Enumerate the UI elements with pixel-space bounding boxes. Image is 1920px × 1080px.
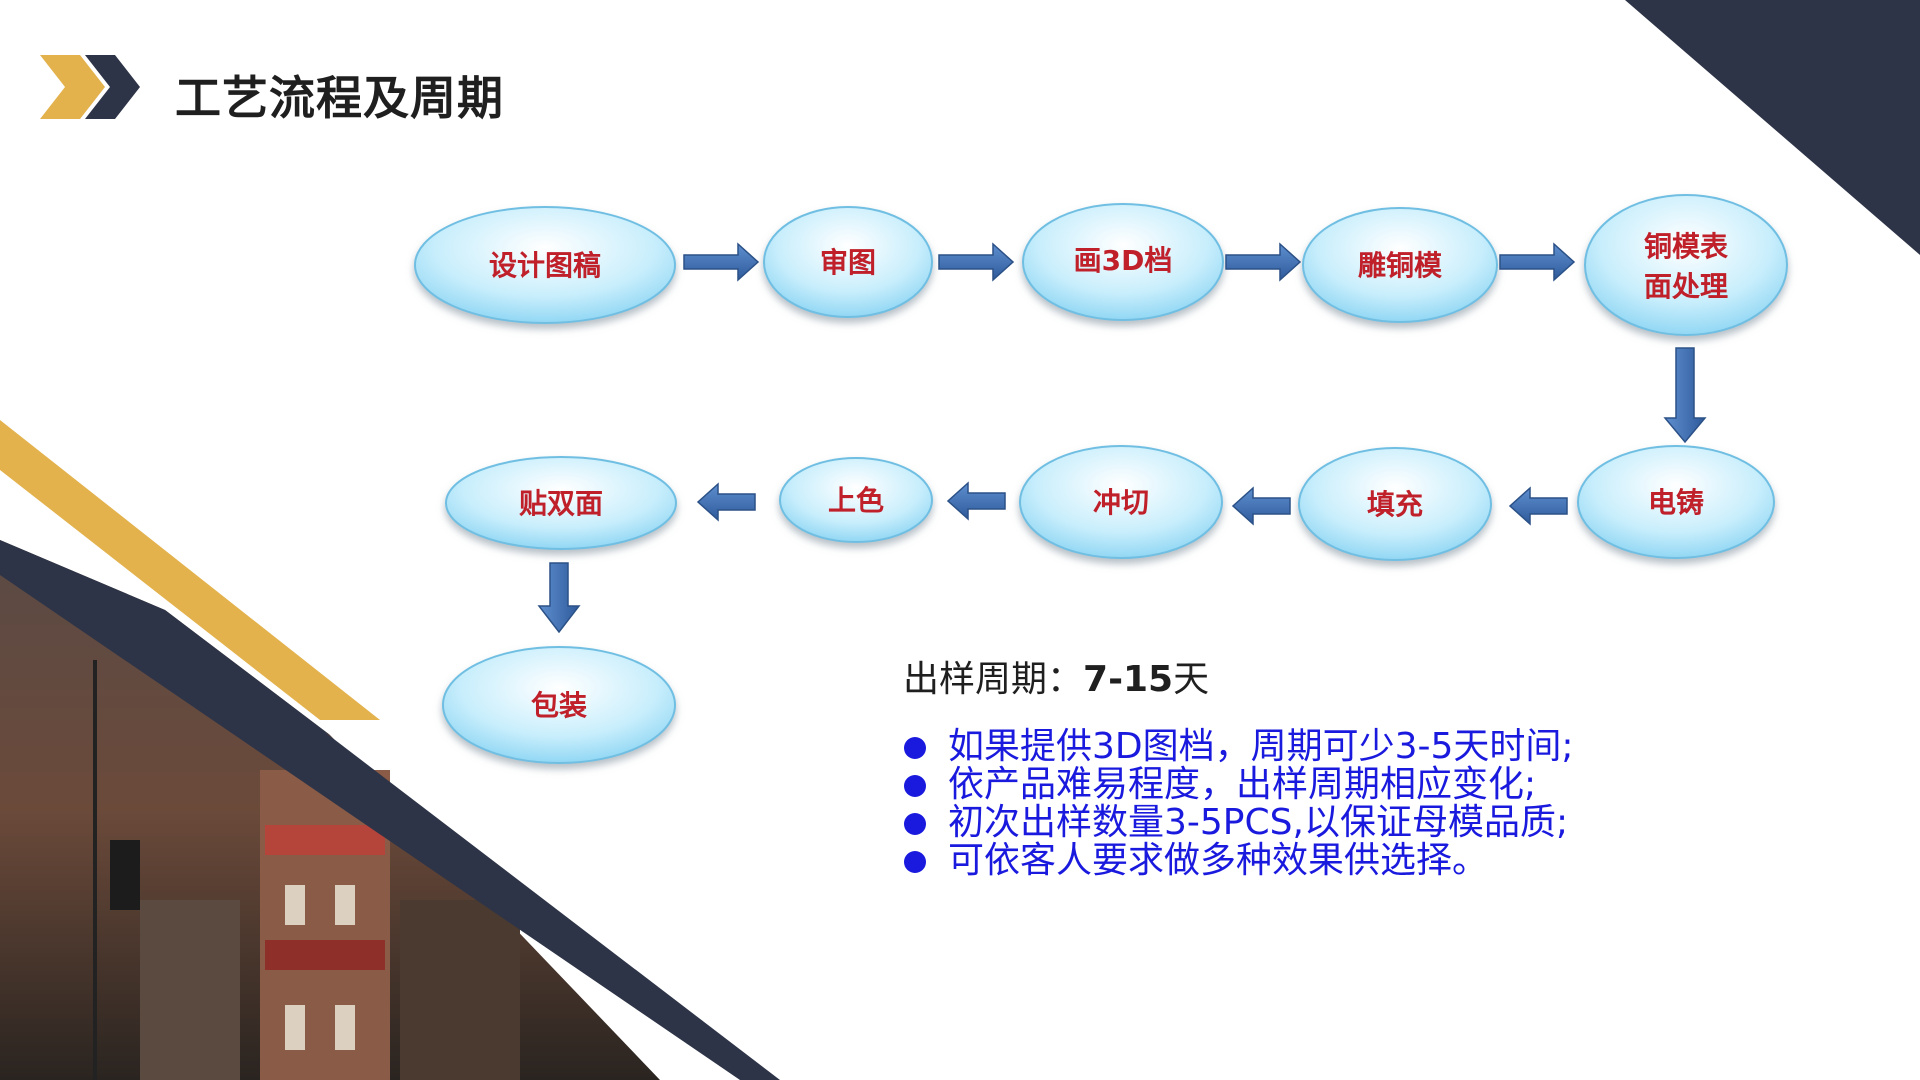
arrow-left-icon xyxy=(946,481,1006,521)
navy-diagonal-band xyxy=(0,540,780,1080)
flow-node-electroforming: 电铸 xyxy=(1577,445,1775,559)
svg-text:上色: 上色 xyxy=(828,484,884,517)
arrow-down-icon xyxy=(537,562,581,634)
gold-diagonal-stripe xyxy=(0,420,380,720)
arrow-left-icon xyxy=(1231,486,1291,526)
svg-text:填充: 填充 xyxy=(1367,488,1423,521)
arrow-left-icon xyxy=(696,482,756,522)
list-item: 初次出样数量3-5PCS,以保证母模品质; xyxy=(900,804,1574,842)
sample-cycle-label: 出样周期： xyxy=(903,659,1084,700)
svg-text:铜模表: 铜模表 xyxy=(1644,230,1728,263)
svg-text:面处理: 面处理 xyxy=(1644,270,1728,303)
flow-node-3d-file: 画3D档 xyxy=(1022,203,1224,321)
city-photo xyxy=(0,540,660,1080)
flow-node-carve-copper-mold: 雕铜模 xyxy=(1302,207,1498,323)
svg-text:设计图稿: 设计图稿 xyxy=(489,249,601,282)
top-right-navy-triangle xyxy=(1625,0,1920,255)
svg-text:雕铜模: 雕铜模 xyxy=(1358,249,1443,282)
note-text: 初次出样数量3-5PCS,以保证母模品质; xyxy=(948,802,1569,843)
flow-node-coloring: 上色 xyxy=(779,457,933,543)
sample-cycle-unit: 天 xyxy=(1173,659,1210,700)
bullet-dot-icon xyxy=(904,813,926,835)
note-text: 依产品难易程度，出样周期相应变化; xyxy=(948,764,1537,805)
svg-text:画3D档: 画3D档 xyxy=(1074,244,1173,277)
bullet-dot-icon xyxy=(904,851,926,873)
flow-node-filling: 填充 xyxy=(1298,447,1492,561)
arrow-right-icon xyxy=(1225,242,1302,282)
flow-node-mold-surface-treatment: 铜模表 面处理 xyxy=(1584,194,1788,336)
chevron-logo-icon xyxy=(40,55,140,119)
flow-node-review: 审图 xyxy=(763,206,933,318)
note-text: 如果提供3D图档，周期可少3-5天时间; xyxy=(948,726,1574,767)
arrow-right-icon xyxy=(683,242,760,282)
list-item: 可依客人要求做多种效果供选择。 xyxy=(900,842,1574,880)
list-item: 如果提供3D图档，周期可少3-5天时间; xyxy=(900,728,1574,766)
svg-text:审图: 审图 xyxy=(820,246,876,279)
sample-cycle-value: 7-15 xyxy=(1083,659,1174,700)
flow-node-double-sided-tape: 贴双面 xyxy=(445,456,677,550)
svg-text:贴双面: 贴双面 xyxy=(519,487,603,520)
flow-node-packaging: 包装 xyxy=(442,646,676,764)
list-item: 依产品难易程度，出样周期相应变化; xyxy=(900,766,1574,804)
bullet-dot-icon xyxy=(904,737,926,759)
svg-text:包装: 包装 xyxy=(531,689,587,722)
arrow-right-icon xyxy=(938,242,1015,282)
notes-list: 如果提供3D图档，周期可少3-5天时间; 依产品难易程度，出样周期相应变化; 初… xyxy=(900,728,1574,880)
arrow-left-icon xyxy=(1508,486,1568,526)
arrow-right-icon xyxy=(1499,242,1576,282)
arrow-down-icon xyxy=(1663,347,1707,444)
bullet-dot-icon xyxy=(904,775,926,797)
note-text: 可依客人要求做多种效果供选择。 xyxy=(948,840,1489,881)
flow-node-punching: 冲切 xyxy=(1019,445,1223,559)
page-title: 工艺流程及周期 xyxy=(175,71,504,125)
svg-text:电铸: 电铸 xyxy=(1648,486,1704,519)
flow-node-design-draft: 设计图稿 xyxy=(414,206,676,324)
svg-text:冲切: 冲切 xyxy=(1093,486,1149,519)
sample-cycle-heading: 出样周期：7-15天 xyxy=(903,650,1209,702)
